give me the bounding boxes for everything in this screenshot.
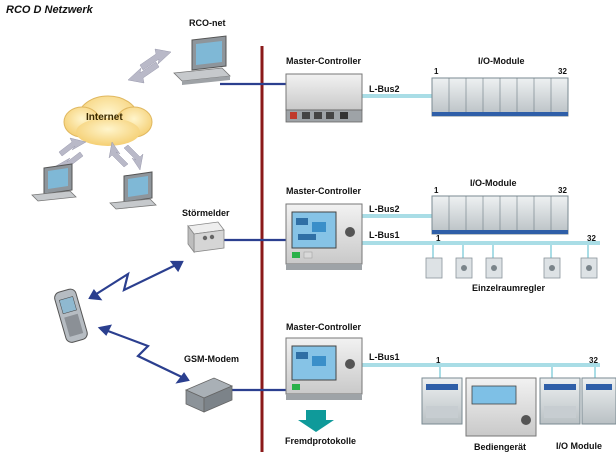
regler-end-number: 32 (587, 234, 596, 243)
fremdprotokolle-label: Fremdprotokolle (285, 436, 357, 446)
io-module-rack-2 (431, 195, 569, 235)
mobile-phone-icon (54, 288, 88, 343)
einzelraumregler-label: Einzelraumregler (472, 283, 546, 293)
master-controller-1 (285, 73, 363, 123)
master-controller-3 (285, 337, 363, 400)
einzelraumregler-dials (461, 265, 592, 271)
computer-icon-left-2 (109, 171, 157, 210)
rconet-computer-icon (173, 35, 231, 85)
internet-label: Internet (86, 112, 123, 123)
master-controller-2 (285, 203, 363, 270)
internet-cloud (63, 95, 153, 146)
rack1-start-number: 1 (434, 67, 439, 76)
regler-drops (432, 243, 589, 258)
io-drops (439, 365, 596, 378)
lbus1-label-b: L-Bus1 (369, 230, 400, 240)
gsm-modem-label: GSM-Modem (184, 354, 239, 364)
rack2-start-number: 1 (434, 186, 439, 195)
rack2-end-number: 32 (558, 186, 567, 195)
io-module-rack-3-left (421, 377, 463, 425)
io-module-rack-1 (431, 77, 569, 117)
rconet-label: RCO-net (189, 18, 226, 28)
master-controller-2-label: Master-Controller (286, 186, 362, 196)
stoermelder-label: Störmelder (182, 208, 230, 218)
stoermelder-device-icon (187, 221, 225, 254)
regler-start-number: 1 (436, 234, 441, 243)
io-module-rack-3-right (539, 377, 616, 425)
einzelraumregler-devices (425, 257, 598, 279)
row4-start-number: 1 (436, 356, 441, 365)
lbus2-label-b: L-Bus2 (369, 204, 400, 214)
wireless-link-stoermelder (88, 260, 184, 301)
io-modules-label-3: I/O Module (556, 441, 602, 451)
fremdprotokolle-arrow (298, 410, 334, 432)
lbus1-label-c: L-Bus1 (369, 352, 400, 362)
lbus2-label-a: L-Bus2 (369, 84, 400, 94)
io-modules-label-1: I/O-Module (478, 56, 525, 66)
gsm-modem-icon (185, 377, 233, 413)
master-controller-1-label: Master-Controller (286, 56, 362, 66)
bediengeraet-device (465, 377, 537, 437)
wireless-link-gsm (97, 324, 190, 384)
computer-icon-left-1 (31, 163, 77, 202)
io-modules-label-2: I/O-Module (470, 178, 517, 188)
row4-end-number: 32 (589, 356, 598, 365)
diagram-title: RCO D Netzwerk (6, 4, 93, 16)
rack1-end-number: 32 (558, 67, 567, 76)
master-controller-3-label: Master-Controller (286, 322, 362, 332)
bediengeraet-label: Bediengerät (474, 442, 527, 452)
